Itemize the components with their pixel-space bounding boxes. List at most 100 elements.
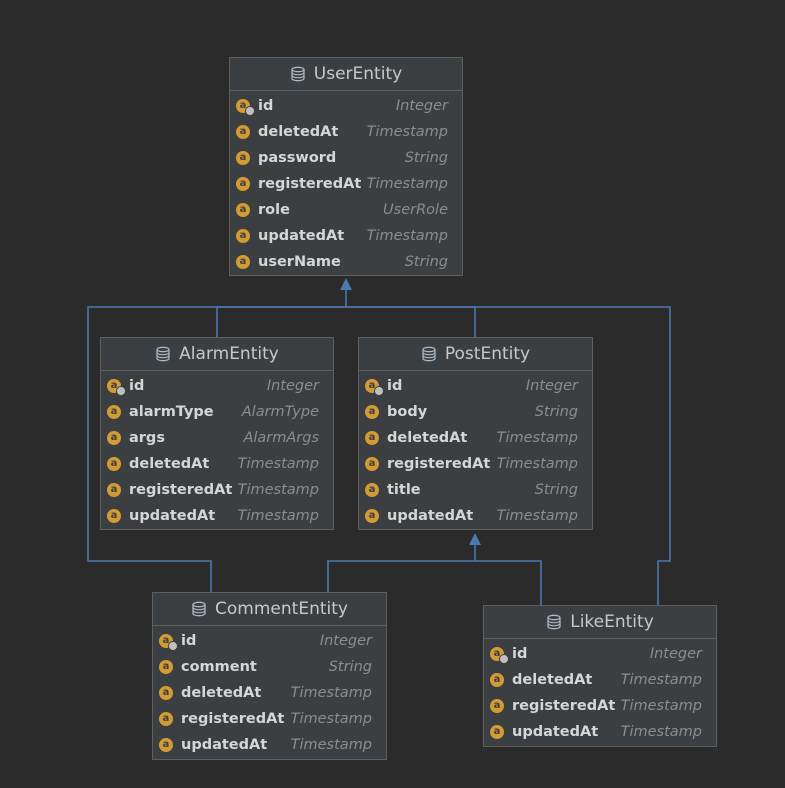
field-icon: a	[236, 151, 250, 165]
field-icon: a	[365, 509, 379, 523]
primary-key-field-icon: a	[490, 647, 509, 664]
field-type: String	[534, 482, 578, 498]
link-comment-to-user	[87, 306, 346, 593]
field-icon: a	[107, 405, 121, 419]
field-icon: a	[236, 177, 250, 191]
field-name: userName	[258, 254, 341, 270]
field-name: id	[181, 633, 197, 649]
field-name: updatedAt	[258, 228, 345, 244]
field-type: Timestamp	[620, 672, 702, 688]
primary-key-field-icon: a	[159, 634, 178, 651]
field-name: deletedAt	[387, 430, 468, 446]
entity-header[interactable]: UserEntity	[230, 58, 462, 91]
field-type: Timestamp	[290, 711, 372, 727]
entity-header[interactable]: LikeEntity	[484, 606, 716, 639]
link-post-to-user	[346, 306, 476, 338]
field-name: id	[258, 98, 274, 114]
field-type: Timestamp	[496, 456, 578, 472]
entity-title: UserEntity	[313, 64, 403, 84]
arrowhead-user	[340, 278, 352, 290]
field-name: body	[387, 404, 428, 420]
field-name: deletedAt	[181, 685, 262, 701]
field-name: title	[387, 482, 421, 498]
field-icon: a	[107, 431, 121, 445]
field-icon: a	[365, 405, 379, 419]
field-name: updatedAt	[181, 737, 268, 753]
entity-header[interactable]: PostEntity	[359, 338, 592, 371]
field-type: Timestamp	[620, 724, 702, 740]
field-icon: a	[107, 509, 121, 523]
field-type: Integer	[525, 378, 578, 394]
field-type: String	[328, 659, 372, 675]
field-type: Timestamp	[620, 698, 702, 714]
field-name: role	[258, 202, 290, 218]
field-icon: a	[159, 738, 173, 752]
field-icon: a	[490, 725, 504, 739]
field-type: Timestamp	[366, 228, 448, 244]
field-icon: a	[107, 457, 121, 471]
field-type: Timestamp	[290, 685, 372, 701]
link-comment-to-post	[327, 560, 475, 593]
field-name: id	[129, 378, 145, 394]
link-like-to-post	[475, 560, 542, 606]
field-type: Integer	[395, 98, 448, 114]
field-icon: a	[236, 255, 250, 269]
field-icon: a	[236, 229, 250, 243]
database-table-icon	[421, 346, 437, 362]
entity-title: PostEntity	[444, 344, 531, 364]
database-table-icon	[290, 66, 306, 82]
field-type: UserRole	[383, 202, 448, 218]
entity-header[interactable]: CommentEntity	[153, 593, 386, 626]
primary-key-field-icon: a	[107, 379, 126, 396]
database-table-icon	[191, 601, 207, 617]
primary-key-field-icon: a	[236, 99, 255, 116]
field-type: Timestamp	[496, 430, 578, 446]
field-row[interactable]: a updatedAt Timestamp	[230, 223, 462, 249]
key-badge-icon	[499, 654, 509, 664]
field-icon: a	[365, 457, 379, 471]
entity-header[interactable]: AlarmEntity	[101, 338, 333, 371]
field-type: String	[534, 404, 578, 420]
link-alarm-to-user	[216, 306, 346, 338]
field-type: Timestamp	[237, 508, 319, 524]
field-name: registeredAt	[512, 698, 616, 714]
field-type: String	[404, 150, 448, 166]
